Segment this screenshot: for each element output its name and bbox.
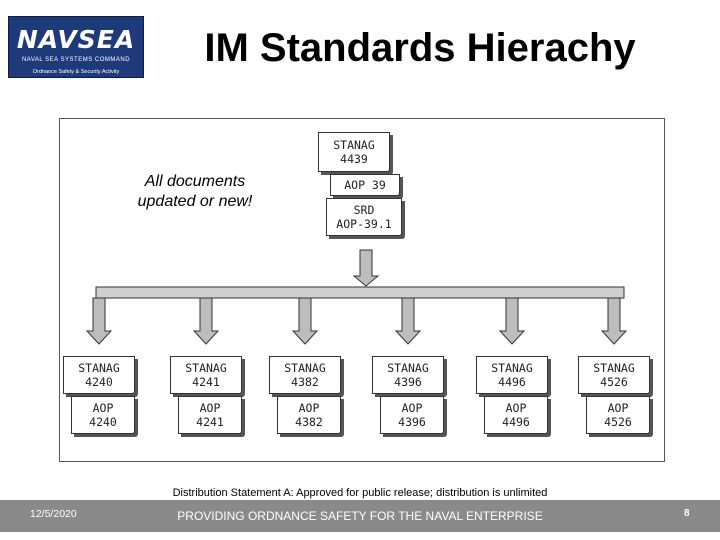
diagram-note: All documents updated or new! [110,172,280,212]
footer-date: 12/5/2020 [30,508,77,520]
stanag-doc-3-line-1: STANAG [284,361,326,375]
stanag-doc-5-line-1: STANAG [491,361,533,375]
stanag-doc-6-line-1: STANAG [593,361,635,375]
logo-activity: Ordnance Safety & Security Activity [32,69,120,75]
aop-doc-4-line-1: AOP [401,401,423,415]
aop-doc-6-line-1: AOP [607,401,629,415]
note-line-2: updated or new! [137,193,253,210]
top-doc-3-line-2: AOP-39.1 [336,217,392,231]
top-doc-2-line-1: AOP 39 [344,178,386,192]
aop-doc-4-line-2: 4396 [398,415,426,429]
stanag-doc-2-line-2: 4241 [192,375,220,389]
aop-doc-5-line-2: 4496 [502,415,530,429]
footer-bar: 12/5/2020 PROVIDING ORDNANCE SAFETY FOR … [0,500,720,532]
aop-doc-2-line-1: AOP [199,401,221,415]
aop-doc-6-line-2: 4526 [604,415,632,429]
aop-doc-5-line-1: AOP [505,401,527,415]
diagram-frame [59,118,665,462]
distribution-statement: Distribution Statement A: Approved for p… [172,487,548,499]
stanag-doc-3-line-2: 4382 [291,375,319,389]
top-doc-1-line-2: 4439 [340,152,368,166]
aop-doc-3-line-2: 4382 [295,415,323,429]
stanag-doc-6-line-2: 4526 [600,375,628,389]
stanag-doc-5-line-2: 4496 [498,375,526,389]
aop-doc-1-line-2: 4240 [89,415,117,429]
aop-doc-1-line-1: AOP [92,401,114,415]
stanag-doc-1-line-1: STANAG [78,361,120,375]
navsea-logo: NAVSEA NAVAL SEA SYSTEMS COMMAND Ordnanc… [8,16,144,78]
page-title: IM Standards Hierachy [204,26,636,70]
page-number: 8 [684,508,690,519]
top-doc-1-line-1: STANAG [333,138,375,152]
aop-doc-3-line-1: AOP [298,401,320,415]
stanag-doc-2-line-1: STANAG [185,361,227,375]
stanag-doc-1-line-2: 4240 [85,375,113,389]
logo-wordmark: NAVSEA [16,25,136,54]
footer-tagline: PROVIDING ORDNANCE SAFETY FOR THE NAVAL … [177,509,543,523]
note-line-1: All documents [144,173,246,190]
top-doc-3-line-1: SRD [353,203,375,217]
stanag-doc-4-line-1: STANAG [387,361,429,375]
stanag-doc-4-line-2: 4396 [394,375,422,389]
top-doc-2: AOP 39 [330,174,400,196]
aop-doc-2-line-2: 4241 [196,415,224,429]
logo-subtitle: NAVAL SEA SYSTEMS COMMAND [21,57,131,63]
